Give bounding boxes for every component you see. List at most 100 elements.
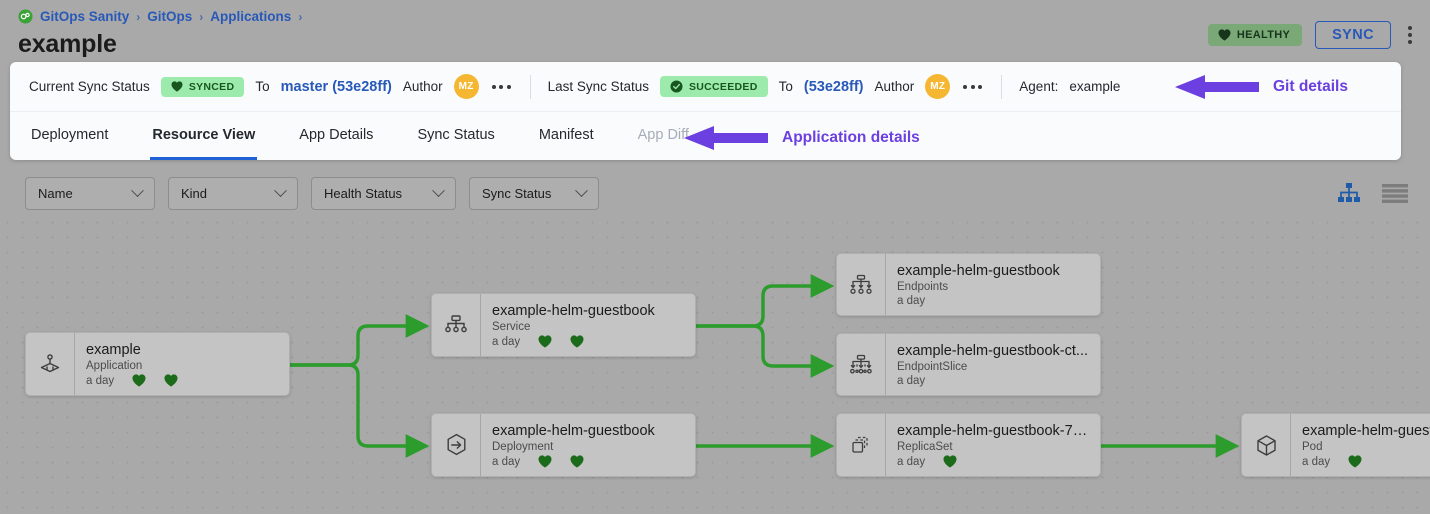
node-age: a day [492, 335, 521, 348]
graph-node-replicaset[interactable]: example-helm-guestbook-74... ReplicaSet … [836, 413, 1101, 477]
chevron-down-icon [131, 184, 144, 198]
node-age: a day [86, 374, 115, 387]
sync-heart-icon [570, 455, 584, 468]
gitops-logo-icon [18, 9, 33, 24]
edge-app-to-deployment [288, 363, 430, 458]
filter-name[interactable]: Name [25, 177, 155, 210]
breadcrumb: GitOps Sanity › GitOps › Applications › [18, 9, 302, 24]
status-badge-healthy: HEALTHY [1207, 24, 1303, 46]
annotation-git-details: Git details [1175, 74, 1348, 100]
tab-sync-status[interactable]: Sync Status [417, 127, 495, 143]
graph-node-deployment[interactable]: example-helm-guestbook Deployment a day [431, 413, 696, 477]
annotation-application-details-label: Application details [782, 129, 920, 146]
graph-node-endpoints[interactable]: example-helm-guestbook Endpoints a day [836, 253, 1101, 316]
sync-heart-icon [570, 335, 584, 348]
last-sync-status-label: Last Sync Status [547, 79, 649, 94]
page-title: example [18, 30, 117, 58]
chevron-down-icon [274, 184, 287, 198]
arrow-left-icon [1175, 75, 1259, 99]
breadcrumb-separator: › [298, 9, 303, 24]
health-heart-icon [538, 455, 552, 468]
node-name: example-helm-guestbook [492, 303, 655, 319]
node-meta: a day [897, 455, 1090, 468]
last-sync-status-chip-label: SUCCEEDED [688, 80, 758, 93]
health-heart-icon [1348, 455, 1362, 468]
node-kind: Service [492, 321, 531, 333]
current-author-avatar[interactable]: MZ [453, 74, 479, 99]
check-circle-icon [670, 80, 683, 93]
edge-service-to-endpointslice [694, 324, 835, 378]
node-age: a day [897, 455, 926, 468]
node-kind: ReplicaSet [897, 441, 953, 453]
view-toggle-group [1338, 183, 1408, 203]
breadcrumb-item-gitops[interactable]: GitOps [147, 9, 193, 24]
divider [529, 74, 531, 99]
current-revision-link[interactable]: master (53e28ff) [280, 78, 392, 95]
node-meta: a day [492, 455, 655, 468]
current-sync-overflow-icon[interactable] [490, 81, 513, 93]
filter-sync-status-label: Sync Status [482, 186, 552, 201]
graph-node-endpointslice[interactable]: example-helm-guestbook-ct... EndpointSli… [836, 333, 1101, 396]
graph-node-service[interactable]: example-helm-guestbook Service a day [431, 293, 696, 357]
node-name: example-helm-guestbook [897, 263, 1060, 279]
node-kind: Endpoints [897, 281, 949, 293]
node-meta: a day [492, 335, 655, 348]
node-meta: a day [1302, 455, 1430, 468]
breadcrumb-separator: › [199, 9, 204, 24]
annotation-git-details-label: Git details [1273, 78, 1348, 95]
health-heart-icon [943, 455, 957, 468]
node-age: a day [897, 375, 926, 387]
tab-resource-view[interactable]: Resource View [150, 113, 258, 160]
current-sync-status-group: Current Sync Status SYNCED To master (53… [29, 74, 513, 99]
tab-app-details[interactable]: App Details [299, 127, 374, 143]
graph-node-application[interactable]: example Application a day [25, 332, 290, 396]
node-name: example-helm-guestbook-74... [1302, 423, 1430, 439]
current-sync-status-label: Current Sync Status [29, 79, 150, 94]
filter-health-status-label: Health Status [324, 186, 403, 201]
health-heart-icon [132, 374, 146, 387]
tab-manifest[interactable]: Manifest [538, 127, 594, 143]
node-kind: Application [86, 360, 143, 372]
current-sync-status-chip: SYNCED [160, 76, 245, 97]
resource-graph-canvas[interactable]: example Application a day example-helm-g… [0, 215, 1430, 514]
current-to-label: To [255, 79, 270, 94]
current-author-label: Author [402, 79, 443, 94]
node-kind: Deployment [492, 441, 554, 453]
node-name: example [86, 342, 141, 358]
divider [1001, 74, 1003, 99]
node-meta: a day [897, 375, 1088, 387]
list-view-icon[interactable] [1382, 183, 1408, 203]
tab-deployment[interactable]: Deployment [31, 127, 109, 143]
edge-service-to-endpoints [694, 274, 835, 328]
filter-health-status[interactable]: Health Status [311, 177, 456, 210]
chevron-down-icon [575, 184, 588, 198]
tree-view-icon[interactable] [1338, 183, 1360, 203]
filter-bar: Name Kind Health Status Sync Status [25, 177, 599, 210]
node-meta: a day [86, 374, 178, 387]
header-actions: HEALTHY SYNC [1207, 21, 1416, 49]
breadcrumb-item-applications[interactable]: Applications [210, 9, 292, 24]
node-name: example-helm-guestbook-74... [897, 423, 1090, 439]
sync-button[interactable]: SYNC [1315, 21, 1391, 49]
last-sync-status-group: Last Sync Status SUCCEEDED To (53e28ff) … [548, 74, 985, 99]
last-revision-link[interactable]: (53e28ff) [803, 78, 864, 95]
agent-label: Agent: [1019, 79, 1059, 94]
breadcrumb-item-gitops-sanity[interactable]: GitOps Sanity [40, 9, 130, 24]
filter-sync-status[interactable]: Sync Status [469, 177, 599, 210]
node-name: example-helm-guestbook [492, 423, 655, 439]
annotation-application-details: Application details [684, 125, 920, 151]
current-sync-status-chip-label: SYNCED [188, 80, 235, 93]
node-name: example-helm-guestbook-ct... [897, 343, 1088, 359]
header-overflow-menu-icon[interactable] [1404, 24, 1416, 46]
node-kind: EndpointSlice [897, 361, 968, 373]
filter-name-label: Name [38, 186, 73, 201]
filter-kind[interactable]: Kind [168, 177, 298, 210]
last-sync-status-chip: SUCCEEDED [659, 76, 768, 97]
graph-node-pod[interactable]: example-helm-guestbook-74... Pod a day [1241, 413, 1430, 477]
last-author-avatar[interactable]: MZ [925, 74, 951, 99]
application-icon [26, 333, 75, 395]
chevron-down-icon [432, 184, 445, 198]
last-sync-overflow-icon[interactable] [961, 81, 984, 93]
tab-bar: Deployment Resource View App Details Syn… [10, 112, 1401, 160]
node-age: a day [897, 295, 926, 307]
